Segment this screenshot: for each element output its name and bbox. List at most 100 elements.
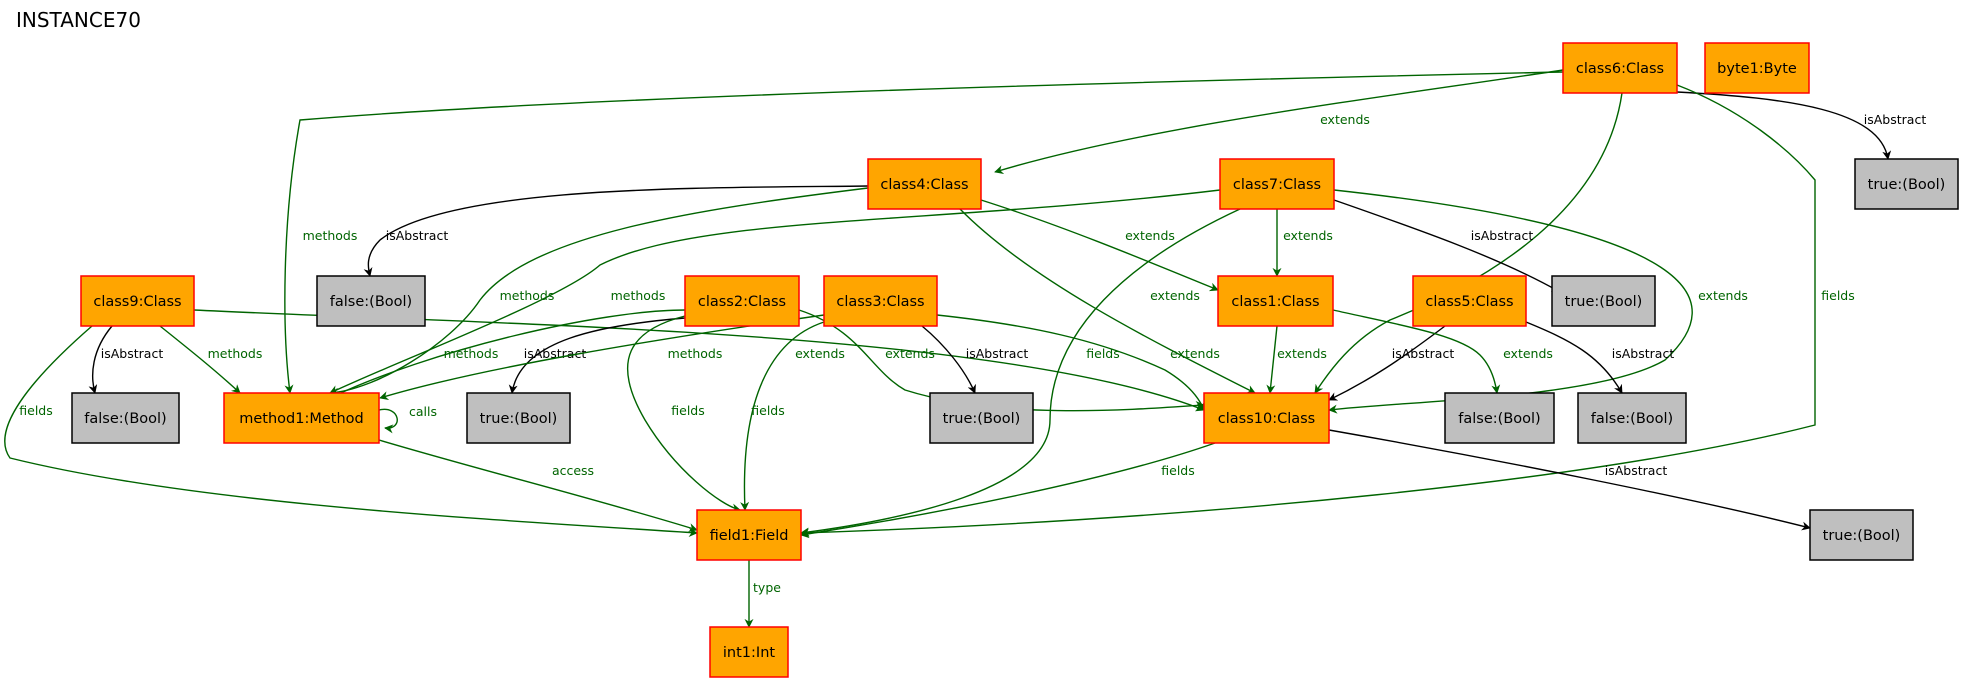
edge-label: methods (444, 346, 499, 361)
edge-label: access (552, 463, 594, 478)
edge-label: fields (671, 403, 704, 418)
node-box (71, 392, 180, 444)
edge-label: isAbstract (1471, 228, 1534, 243)
node-box (1412, 275, 1527, 327)
edge-class6-class10 (1314, 92, 1623, 394)
node-label: class1:Class (1231, 294, 1319, 310)
edge-label: extends (1150, 288, 1200, 303)
node-label: class6:Class (1576, 61, 1664, 77)
node-box (1562, 42, 1678, 94)
edge-class5-class10-extends: extends (1332, 309, 1553, 394)
edge-class3-field1-fields: fields (740, 321, 825, 511)
edge-class4-false_c4-isabstract: isAbstract (363, 185, 869, 277)
edge-label: extends (1277, 346, 1327, 361)
node-label: class5:Class (1425, 294, 1513, 310)
node-label: false:(Bool) (1591, 411, 1673, 427)
node-box (316, 275, 426, 327)
edge-label: extends (1283, 228, 1333, 243)
node-field1: field1:Field (696, 509, 802, 561)
edge-class4-class1-extends: extends (980, 199, 1219, 292)
edge-line (1525, 321, 1623, 394)
edge-class5-false_c5-isabstract: isAbstract (1525, 321, 1675, 394)
edge-class9-false_c9-isabstract: isAbstract (88, 325, 164, 394)
node-false-c9: false:(Bool) (71, 392, 180, 444)
node-int1: int1:Int (709, 626, 789, 678)
node-true-c6: true:(Bool) (1854, 158, 1959, 210)
edge-line (800, 84, 1816, 538)
edge-line (363, 185, 869, 277)
edge-line (1333, 199, 1561, 293)
node-false-c1: false:(Bool) (1444, 392, 1555, 444)
edge-class3-class10-extends: extends (936, 314, 1220, 411)
edge-class2-field1-fields: fields (627, 315, 741, 513)
nodes-layer: class6:Class byte1:Byte true:(Bool) class4:… (71, 42, 1959, 678)
node-label: false:(Bool) (330, 294, 412, 310)
edge-line (936, 314, 1206, 411)
edge-line (1332, 309, 1501, 394)
node-class6: class6:Class (1562, 42, 1678, 94)
edge-label: isAbstract (1864, 112, 1927, 127)
edge-class4-class10-extends: extends (959, 208, 1256, 394)
edge-class6-field1-fields: fields (800, 84, 1855, 538)
edge-line (508, 317, 686, 394)
node-true-c7: true:(Bool) (1551, 275, 1656, 327)
node-class4: class4:Class (867, 158, 982, 210)
edge-line (4, 325, 698, 537)
edge-label: extends (1320, 112, 1370, 127)
edge-label: extends (885, 346, 935, 361)
edge-label: fields (1086, 346, 1119, 361)
edge-label: extends (1503, 346, 1553, 361)
edge-line (800, 208, 1241, 537)
node-label: byte1:Byte (1717, 61, 1797, 77)
edge-class2-method1-methods: methods (329, 309, 686, 399)
edge-class7-field1-fields: fields (800, 208, 1241, 537)
edge-class1-class10-extends: extends (1266, 325, 1327, 394)
node-label: false:(Bool) (1458, 411, 1540, 427)
node-box (1444, 392, 1555, 444)
node-class7: class7:Class (1219, 158, 1335, 210)
node-label: true:(Bool) (480, 411, 558, 427)
edge-label: methods (303, 228, 358, 243)
node-label: true:(Bool) (1823, 528, 1901, 544)
node-box (1577, 392, 1687, 444)
edge-label: isAbstract (524, 346, 587, 361)
edge-line (329, 189, 1221, 394)
node-class1: class1:Class (1217, 275, 1334, 327)
edge-line (378, 439, 698, 532)
edge-label: isAbstract (966, 346, 1029, 361)
diagram-title: INSTANCE70 (16, 8, 141, 32)
edge-class6-true_c6-isabstract: isAbstract (1676, 91, 1927, 160)
node-true-c10: true:(Bool) (1809, 509, 1914, 561)
edge-method1-method1-calls: calls (378, 404, 437, 434)
node-true-c3: true:(Bool) (929, 392, 1034, 444)
edge-class10-field1-fields: fields (800, 442, 1216, 539)
node-label: true:(Bool) (943, 411, 1021, 427)
node-label: class4:Class (880, 177, 968, 193)
edge-label: fields (19, 403, 52, 418)
edge-label: isAbstract (1392, 346, 1455, 361)
node-label: class9:Class (93, 294, 181, 310)
edge-label: methods (500, 288, 555, 303)
node-false-c4: false:(Bool) (316, 275, 426, 327)
edge-label: extends (795, 346, 845, 361)
edge-label: type (753, 580, 781, 595)
edge-line (1314, 92, 1623, 394)
edge-class1-false_c1-isabstract: isAbstract (1328, 325, 1455, 401)
edge-label: isAbstract (101, 346, 164, 361)
edge-label: isAbstract (1612, 346, 1675, 361)
node-box (1704, 42, 1810, 94)
node-label: int1:Int (723, 645, 775, 661)
edge-class7-method1-methods: methods (329, 189, 1221, 394)
node-label: field1:Field (710, 528, 789, 544)
node-label: true:(Bool) (1868, 177, 1946, 193)
edge-line (1676, 91, 1892, 160)
node-byte1: byte1:Byte (1704, 42, 1810, 94)
node-box (223, 392, 380, 444)
edge-class7-class10-extends: extends (1328, 189, 1748, 414)
node-class10: class10:Class (1203, 392, 1330, 444)
node-label: class10:Class (1218, 411, 1315, 427)
edge-label: isAbstract (386, 228, 449, 243)
node-label: false:(Bool) (84, 411, 166, 427)
edge-label: fields (1161, 463, 1194, 478)
edge-label: methods (668, 346, 723, 361)
